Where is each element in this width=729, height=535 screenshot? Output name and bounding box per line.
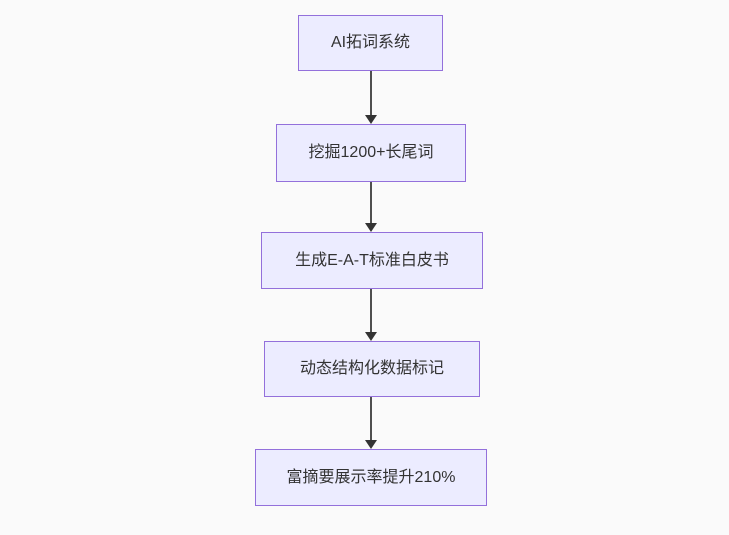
arrow-down-icon bbox=[365, 440, 377, 449]
flow-arrow-3 bbox=[365, 289, 377, 341]
arrow-line bbox=[370, 289, 372, 332]
arrow-down-icon bbox=[365, 223, 377, 232]
flow-arrow-1 bbox=[365, 71, 377, 124]
flow-node-longtail-mining: 挖掘1200+长尾词 bbox=[276, 124, 466, 182]
node-label: 动态结构化数据标记 bbox=[299, 360, 444, 378]
flow-node-structured-data-markup: 动态结构化数据标记 bbox=[264, 341, 480, 397]
flow-node-rich-snippet-result: 富摘要展示率提升210% bbox=[255, 449, 487, 506]
arrow-line bbox=[370, 397, 372, 440]
flow-arrow-2 bbox=[365, 182, 377, 232]
arrow-down-icon bbox=[365, 332, 377, 341]
node-label: AI拓词系统 bbox=[330, 34, 411, 52]
arrow-line bbox=[370, 182, 372, 223]
flow-node-ai-keyword-system: AI拓词系统 bbox=[298, 15, 443, 71]
flow-arrow-4 bbox=[365, 397, 377, 449]
flow-node-eat-whitepaper: 生成E-A-T标准白皮书 bbox=[261, 232, 483, 289]
arrow-down-icon bbox=[365, 115, 377, 124]
node-label: 生成E-A-T标准白皮书 bbox=[295, 251, 449, 269]
node-label: 挖掘1200+长尾词 bbox=[308, 144, 434, 162]
node-label: 富摘要展示率提升210% bbox=[286, 468, 456, 486]
arrow-line bbox=[370, 71, 372, 115]
